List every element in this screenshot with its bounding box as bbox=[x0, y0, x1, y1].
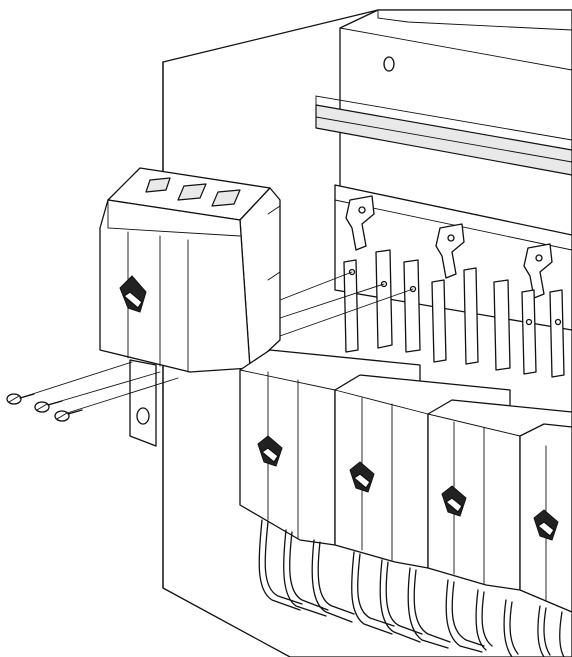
screw-1 bbox=[6, 393, 35, 405]
breaker-mount-tab bbox=[129, 359, 157, 447]
bus-clip-3 bbox=[523, 243, 553, 299]
installed-breaker-row bbox=[239, 349, 572, 613]
mounting-screws bbox=[6, 361, 179, 422]
panel-mount-hole-top bbox=[383, 56, 395, 72]
alignment-lines bbox=[279, 271, 414, 337]
main-breaker bbox=[99, 167, 281, 447]
panel-interior bbox=[315, 9, 572, 251]
screw-2 bbox=[34, 400, 63, 413]
breaker-mount-hole bbox=[136, 407, 150, 425]
bus-clip-2 bbox=[435, 223, 465, 279]
installed-breaker-4 bbox=[519, 423, 572, 613]
screw-3 bbox=[54, 409, 83, 422]
installed-breaker-2 bbox=[334, 374, 511, 569]
bus-clip-1 bbox=[345, 195, 375, 251]
branch-wires bbox=[258, 519, 565, 657]
mounting-rail bbox=[315, 104, 572, 176]
